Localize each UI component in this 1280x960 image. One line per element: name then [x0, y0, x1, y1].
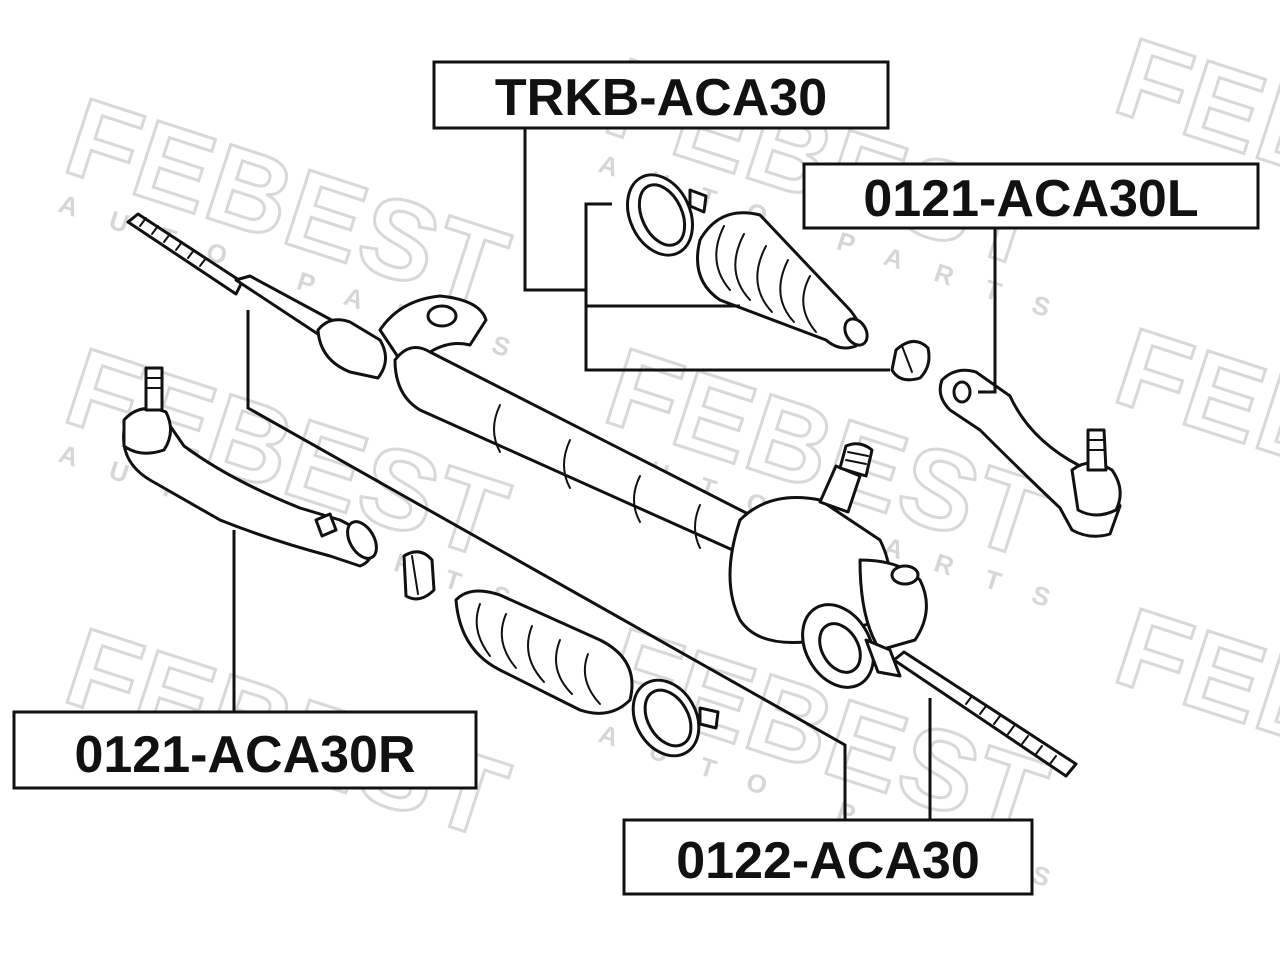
clamp-tab-lower [698, 706, 720, 730]
label-tie-rod: 0122-ACA30 [622, 818, 1034, 896]
leader-lines [232, 128, 997, 820]
part-number-tie-rod-end-left: 0121-ACA30L [863, 170, 1198, 228]
label-box [802, 162, 1260, 230]
boot-clamp-large-lower-inner [643, 688, 693, 748]
tie-rod-end-left [938, 368, 1122, 538]
label-tie-rod-end-right: 0121-ACA30R [12, 710, 478, 790]
tie-rod-end-right-bore [346, 520, 378, 560]
part-number-boot-kit: TRKB-ACA30 [495, 69, 827, 127]
pinion-shaft [818, 464, 862, 514]
mount-hole [890, 564, 920, 586]
rack-boot-lower [454, 589, 634, 715]
label-tie-rod-end-left: 0121-ACA30L [802, 162, 1260, 230]
label-box [12, 710, 478, 790]
ball-joint-housing-right [122, 406, 172, 455]
label-box [622, 818, 1034, 896]
inner-ball-joint-right [864, 638, 902, 678]
tie-rod-shaft-right [892, 650, 1078, 778]
clamp-tab-upper [688, 188, 708, 214]
boot-end-upper [843, 317, 869, 347]
boot-clamp-small-upper [890, 340, 931, 382]
boot-clamp-large-upper-inner [637, 183, 687, 247]
tie-rod-end-left-bore [952, 380, 972, 404]
tie-rod-end-right-flat [314, 512, 338, 538]
rack-end-seal-inner [818, 622, 862, 674]
inner-ball-joint-left [316, 318, 387, 380]
boot-kit-lower [402, 550, 720, 758]
leader-boot-kit-small-clamp [584, 306, 890, 372]
tie-rod-end-right [122, 366, 378, 568]
bracket-hole [426, 304, 458, 328]
part-number-tie-rod-end-right: 0121-ACA30R [74, 726, 415, 784]
mounting-bracket-left [378, 294, 488, 362]
watermark-brand: FEBEST [1103, 14, 1280, 273]
part-number-tie-rod: 0122-ACA30 [676, 832, 980, 890]
watermark-brand: FEBEST [1103, 304, 1280, 563]
leader-tie-rod-end-left [978, 228, 997, 394]
watermark-brand: FEBEST [1103, 584, 1280, 843]
boot-kit-upper [626, 173, 931, 382]
leader-tie-rod-left [246, 310, 847, 820]
label-box [432, 60, 890, 130]
label-boot-kit: TRKB-ACA30 [432, 60, 890, 130]
boot-clamp-small-lower [402, 550, 436, 601]
steering-rack-assembly [126, 212, 1078, 778]
